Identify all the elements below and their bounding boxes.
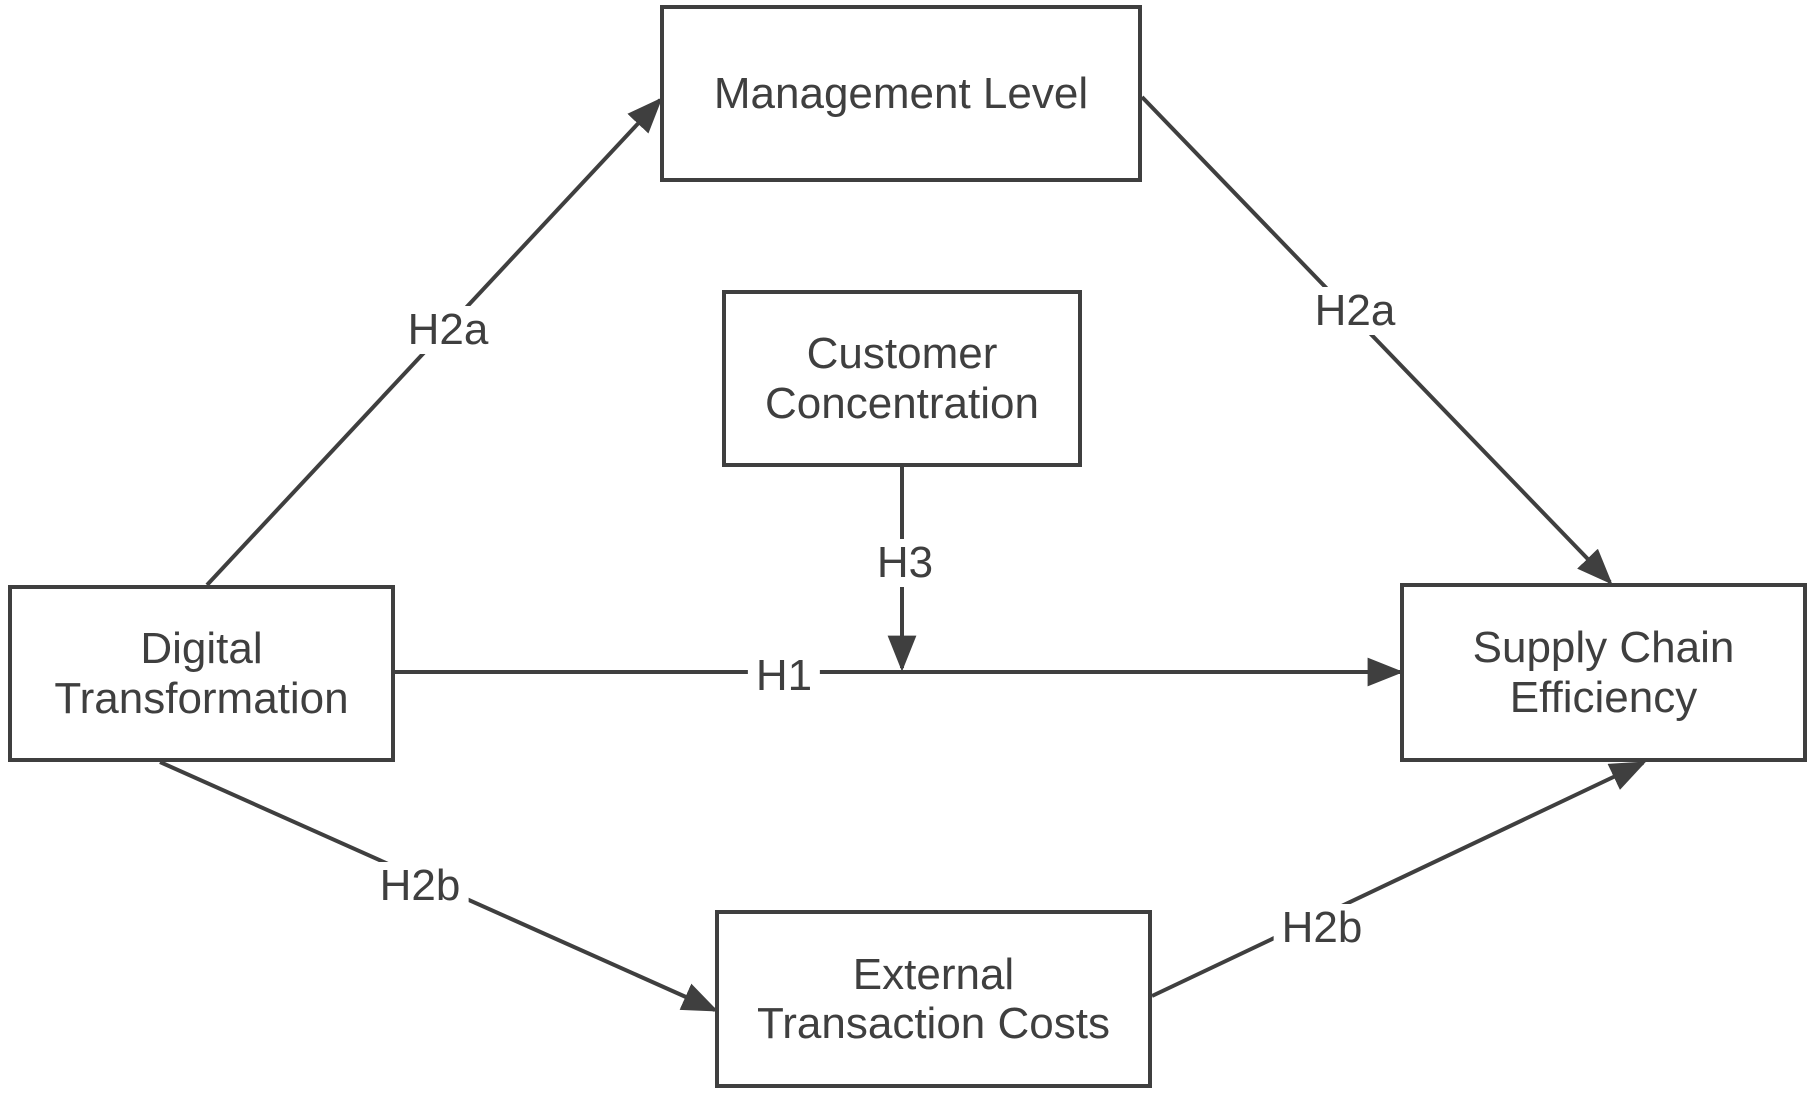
box-customer-concentration-label-line1: Customer [806,329,998,379]
edge-etc-to-sce [1151,761,1647,998]
hypothesis-label-h3: H3 [868,539,942,587]
box-supply-chain-efficiency: Supply Chain Efficiency [1400,583,1807,762]
box-supply-chain-efficiency-label-line2: Efficiency [1509,672,1698,722]
hypothesis-label-h1: H1 [747,652,821,700]
box-management-level: Management Level [660,5,1142,182]
box-external-transaction-costs-label-line1: External [852,949,1015,999]
box-digital-transformation: Digital Transformation [8,585,395,762]
hypothesis-label-h2a-right: H2a [1306,287,1404,335]
edge-management-level-to-sce [1140,95,1613,585]
box-external-transaction-costs-label-line2: Transaction Costs [757,999,1110,1048]
box-external-transaction-costs: External Transaction Costs [715,910,1152,1088]
box-supply-chain-efficiency-label-line1: Supply Chain [1472,623,1735,673]
box-management-level-label: Management Level [713,68,1089,118]
hypothesis-label-h2b-right: H2b [1273,904,1371,952]
box-digital-transformation-label-line2: Transformation [54,673,349,723]
box-digital-transformation-label-line1: Digital [140,624,263,674]
box-customer-concentration-label-line2: Concentration [765,378,1039,428]
box-customer-concentration: Customer Concentration [722,290,1082,467]
hypothesis-label-h2b-left: H2b [371,862,469,910]
hypothesis-label-h2a-left: H2a [399,306,497,354]
